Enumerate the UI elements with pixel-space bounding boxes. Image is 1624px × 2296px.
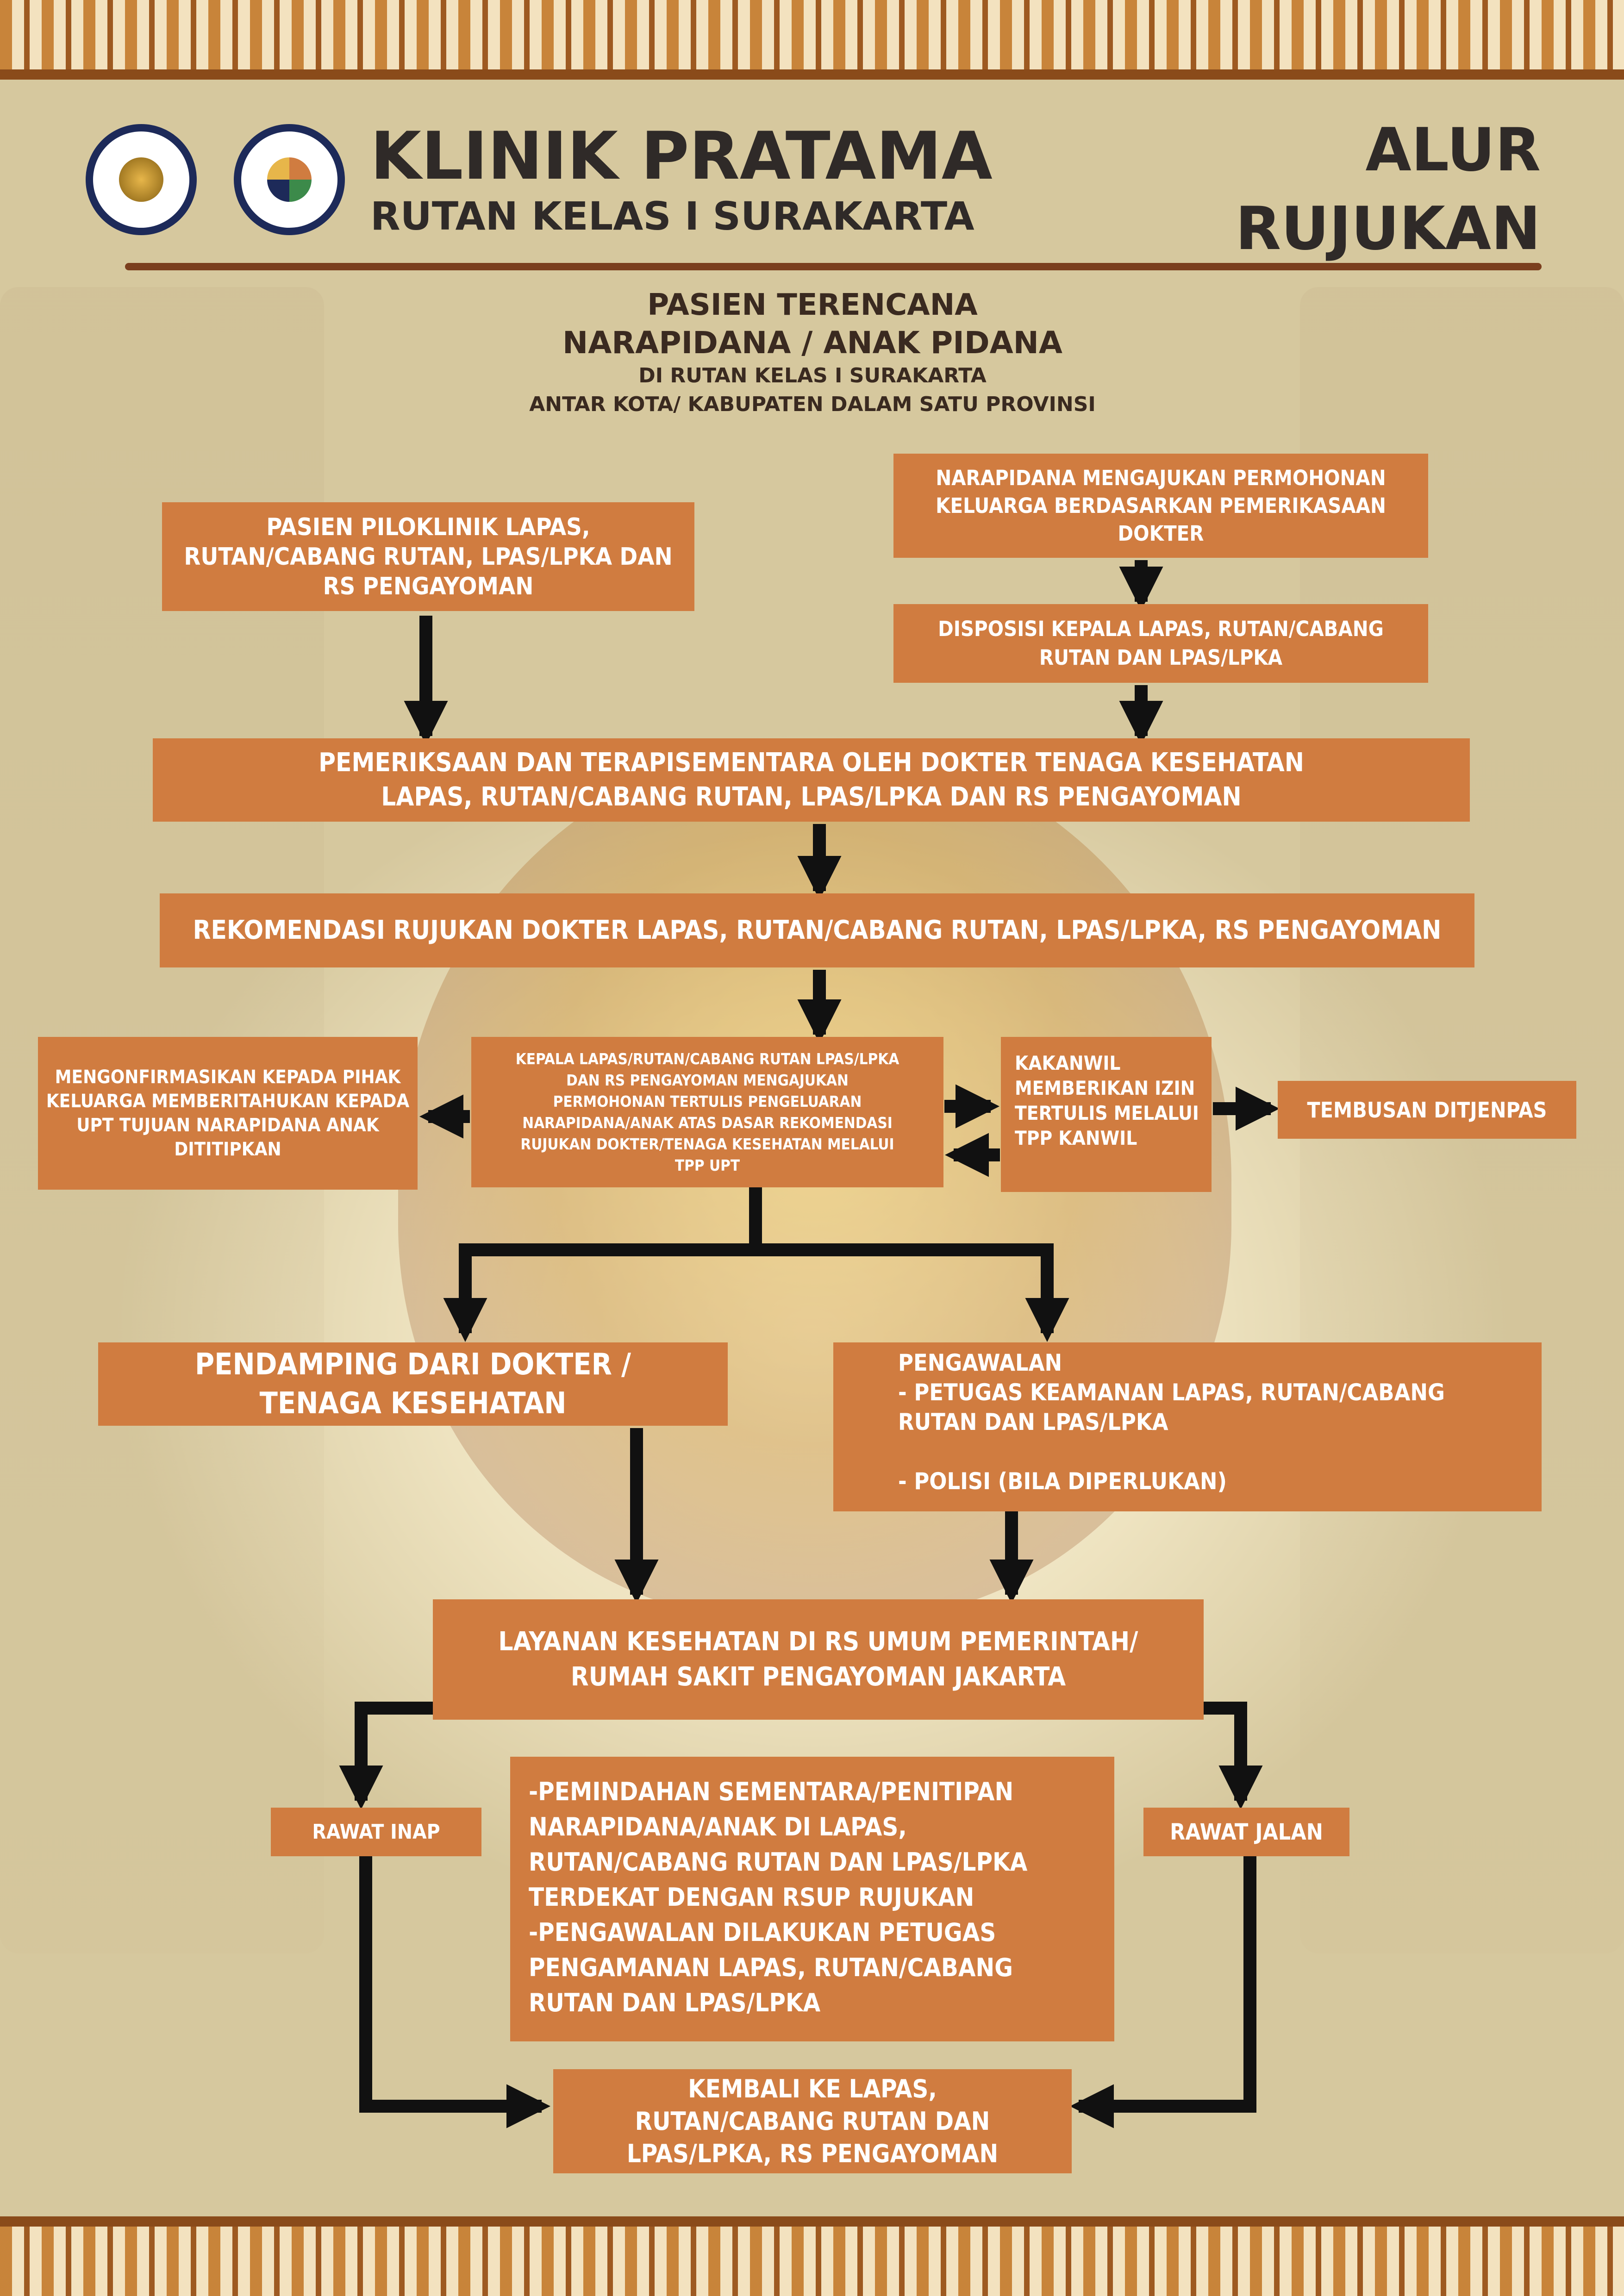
clinic-emblem-icon bbox=[267, 157, 312, 202]
node-pasien-poliklinik: PASIEN PILOKLINIK LAPAS, RUTAN/CABANG RU… bbox=[162, 502, 694, 611]
flow-badge-line1: ALUR bbox=[1365, 116, 1541, 185]
node-pendamping: PENDAMPING DARI DOKTER / TENAGA KESEHATA… bbox=[98, 1342, 728, 1426]
page-title: KLINIK PRATAMA bbox=[370, 118, 993, 194]
intro-line3: DI RUTAN KELAS I SURAKARTA bbox=[638, 364, 987, 387]
border-edge-top bbox=[0, 69, 1624, 80]
header-divider bbox=[125, 263, 1542, 270]
node-pengawalan: PENGAWALAN - PETUGAS KEAMANAN LAPAS, RUT… bbox=[833, 1342, 1542, 1511]
arrow-layanan-to-rawat-jalan bbox=[1204, 1702, 1263, 1810]
arrow-split-to-pendamping bbox=[443, 1243, 756, 1342]
node-pemeriksaan: PEMERIKSAAN DAN TERAPISEMENTARA OLEH DOK… bbox=[153, 738, 1470, 822]
node-rawat-jalan: RAWAT JALAN bbox=[1143, 1808, 1349, 1856]
node-kembali: KEMBALI KE LAPAS, RUTAN/CABANG RUTAN DAN… bbox=[553, 2069, 1072, 2173]
arrow-rawat-inap-to-kembali bbox=[359, 1854, 551, 2128]
node-permohonan-keluarga: NARAPIDANA MENGAJUKAN PERMOHONAN KELUARG… bbox=[893, 454, 1428, 558]
node-konfirmasi: MENGONFIRMASIKAN KEPADA PIHAK KELUARGA M… bbox=[38, 1037, 418, 1190]
node-layanan: LAYANAN KESEHATAN DI RS UMUM PEMERINTAH/… bbox=[433, 1599, 1204, 1720]
arrow-split-to-pengawalan bbox=[756, 1243, 1069, 1342]
arrow-layanan-to-rawat-inap bbox=[339, 1702, 433, 1810]
arrow-rawat-jalan-to-kembali bbox=[1069, 1854, 1256, 2128]
page-subtitle: RUTAN KELAS I SURAKARTA bbox=[370, 193, 974, 239]
flow-badge-line2: RUJUKAN bbox=[1235, 194, 1541, 263]
intro-line1: PASIEN TERENCANA bbox=[647, 288, 978, 322]
node-rawat-inap: RAWAT INAP bbox=[271, 1808, 481, 1856]
node-kepala-lapas: KEPALA LAPAS/RUTAN/CABANG RUTAN LPAS/LPK… bbox=[471, 1037, 943, 1187]
border-edge-bottom bbox=[0, 2216, 1624, 2227]
flow-badge: ALUR RUJUKAN bbox=[1217, 111, 1541, 268]
intro-line2: NARAPIDANA / ANAK PIDANA bbox=[562, 325, 1062, 361]
node-pemindahan: -PEMINDAHAN SEMENTARA/PENITIPAN NARAPIDA… bbox=[510, 1757, 1114, 2041]
batik-border-bottom bbox=[0, 2227, 1624, 2296]
node-kakanwil: KAKANWIL MEMBERIKAN IZIN TERTULIS MELALU… bbox=[1001, 1037, 1212, 1192]
node-rekomendasi: REKOMENDASI RUJUKAN DOKTER LAPAS, RUTAN/… bbox=[160, 893, 1474, 967]
node-tembusan: TEMBUSAN DITJENPAS bbox=[1278, 1081, 1576, 1139]
node-disposisi: DISPOSISI KEPALA LAPAS, RUTAN/CABANG RUT… bbox=[893, 604, 1428, 683]
garuda-emblem-icon bbox=[119, 157, 163, 202]
batik-border-top bbox=[0, 0, 1624, 69]
intro-line4: ANTAR KOTA/ KABUPATEN DALAM SATU PROVINS… bbox=[529, 393, 1096, 416]
